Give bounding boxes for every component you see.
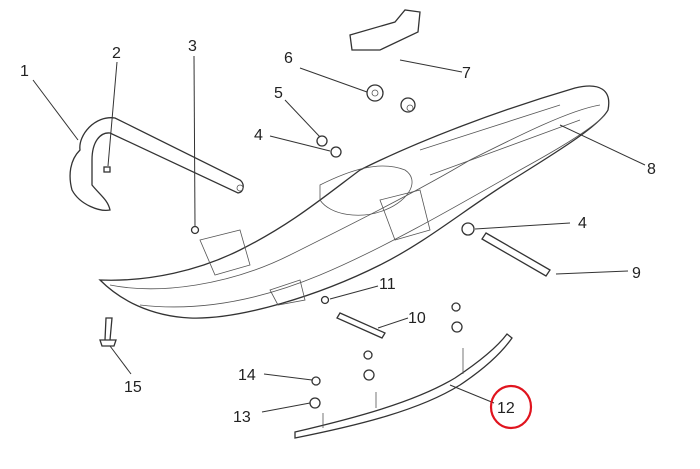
rivet-part <box>103 166 111 173</box>
callout-2: 2 <box>112 45 121 62</box>
callout-5: 5 <box>274 85 283 102</box>
bushing-part <box>366 84 416 113</box>
callout-6: 6 <box>284 50 293 67</box>
callout-10: 10 <box>408 310 426 327</box>
washer-part <box>330 146 342 158</box>
leader-lines <box>32 55 646 413</box>
washer-part <box>461 222 475 236</box>
highlight-circle <box>489 384 533 430</box>
callout-13: 13 <box>233 409 251 426</box>
nut-part <box>316 135 328 147</box>
callout-12: 12 <box>497 400 515 417</box>
callout-15: 15 <box>124 379 142 396</box>
skid-plate-part <box>349 9 421 51</box>
bolt-part <box>481 232 551 277</box>
ski-loop-handle-part <box>69 117 244 211</box>
bolt-part <box>336 312 386 339</box>
callout-4: 4 <box>254 127 263 144</box>
screw-part <box>99 317 117 347</box>
callout-14: 14 <box>238 367 256 384</box>
callout-8: 8 <box>647 161 656 178</box>
wear-bar-part <box>294 333 513 439</box>
nut-part <box>190 225 200 235</box>
ski-body-part <box>98 85 610 319</box>
washer-part <box>320 295 330 305</box>
nut-washer-parts <box>309 302 463 409</box>
callout-1: 1 <box>20 63 29 80</box>
callout-3: 3 <box>188 38 197 55</box>
callout-7: 7 <box>462 65 471 82</box>
callout-4: 4 <box>578 215 587 232</box>
callout-11: 11 <box>379 276 396 293</box>
callout-9: 9 <box>632 265 641 282</box>
